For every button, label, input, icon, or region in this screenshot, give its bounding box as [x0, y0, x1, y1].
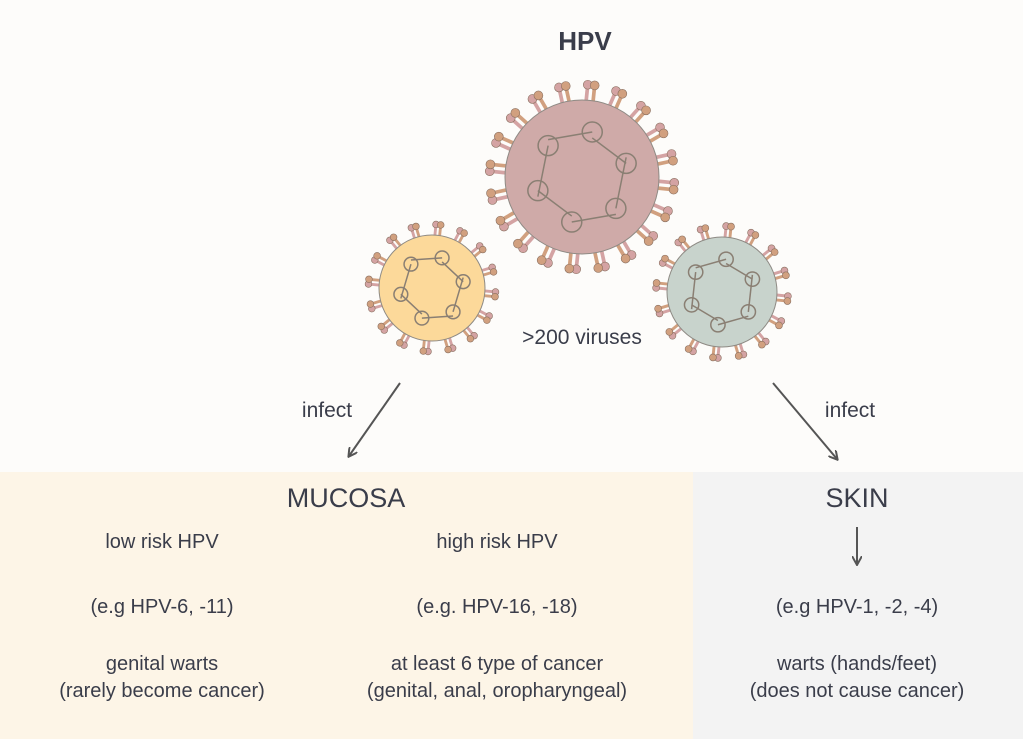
arrow-to-mucosa — [349, 382, 401, 456]
dna-loop — [393, 250, 471, 326]
skin-heading: SKIN — [825, 483, 889, 513]
skin-panel — [693, 472, 1023, 739]
spike-knob — [734, 352, 743, 360]
spike-knob — [658, 128, 669, 139]
capsid — [504, 99, 660, 255]
spike-knob — [668, 184, 679, 195]
spike-knob — [460, 229, 468, 237]
high-risk-outcome: at least 6 type of cancer (genital, anal,… — [367, 651, 627, 705]
spike-knob — [661, 254, 669, 263]
mucosa-hpv-virus — [364, 220, 500, 356]
spike-knob — [373, 252, 381, 260]
infect-label-left: infect — [301, 399, 353, 422]
spike-knob — [365, 275, 373, 283]
spike-knob — [495, 215, 506, 226]
spike-knob — [419, 347, 427, 355]
spike-knob — [533, 90, 544, 101]
low-risk-outcome-2: (rarely become cancer) — [59, 680, 265, 702]
skin-outcome-1: warts (hands/feet) — [776, 653, 938, 675]
skin-outcome-2: (does not cause cancer) — [749, 680, 965, 702]
dna-loop — [527, 121, 637, 233]
high-risk-label: high risk HPV — [436, 531, 558, 553]
spike-knob — [641, 105, 651, 116]
mucosa-panel — [0, 472, 693, 739]
spike-knob — [770, 248, 779, 256]
mucosa-heading: MUCOSA — [286, 483, 406, 513]
spike-knob — [564, 263, 575, 274]
spike-knob — [684, 345, 693, 353]
spike-knob — [654, 304, 662, 313]
spike-knob — [366, 300, 375, 308]
spike-knob — [751, 231, 760, 239]
spike-knob — [412, 222, 420, 231]
spike-knob — [709, 353, 717, 362]
spike-knob — [489, 268, 498, 276]
low-risk-outcome-1: genital warts — [105, 653, 219, 675]
spikes — [652, 222, 792, 362]
skin-examples: (e.g HPV-1, -2, -4) — [775, 596, 939, 618]
spike-knob — [560, 81, 571, 91]
spike-knob — [437, 221, 445, 229]
spike-knob — [510, 108, 521, 118]
spike-knob — [652, 279, 661, 287]
spike-knob — [466, 335, 475, 343]
spike-knob — [643, 236, 654, 246]
high-risk-outcome-1: at least 6 type of cancer — [390, 653, 604, 675]
spike-knob — [589, 80, 600, 91]
spike-knob — [444, 345, 452, 354]
infect-label-right: infect — [824, 399, 876, 422]
capsid — [378, 234, 486, 342]
spike-knob — [758, 340, 766, 349]
diagram-title: HPV — [558, 26, 612, 56]
low-risk-label: low risk HPV — [105, 531, 219, 553]
spike-knob — [701, 224, 710, 232]
skin-hpv-virus — [652, 222, 792, 362]
spike-knob — [377, 322, 385, 331]
arrow-to-skin — [772, 382, 837, 459]
spike-knob — [783, 297, 792, 305]
spike-knob — [668, 155, 678, 166]
dna-loop — [683, 251, 761, 333]
spike-knob — [389, 233, 398, 241]
spike-knob — [665, 328, 674, 336]
high-risk-outcome-2: (genital, anal, oropharyngeal) — [366, 680, 628, 702]
spike-knob — [536, 255, 547, 265]
high-risk-examples: (e.g. HPV-16, -18) — [416, 596, 578, 618]
spike-knob — [494, 131, 504, 142]
spike-knob — [396, 339, 404, 347]
spike-knob — [782, 271, 790, 280]
spike-knob — [513, 238, 523, 249]
spike-knob — [485, 159, 496, 170]
viruses-count-label: >200 viruses — [522, 326, 642, 349]
spike-knob — [678, 235, 686, 244]
spike-knob — [593, 263, 604, 273]
spike-knob — [727, 222, 735, 231]
low-risk-examples: (e.g HPV-6, -11) — [90, 596, 234, 618]
low-risk-outcome: genital warts (rarely become cancer) — [59, 651, 265, 705]
spike-knob — [620, 253, 631, 264]
spike-knob — [486, 188, 496, 199]
spike-knob — [775, 321, 783, 330]
spike-knob — [491, 293, 499, 301]
spike-knob — [617, 89, 628, 99]
large-hpv-virus — [484, 79, 680, 275]
skin-outcome: warts (hands/feet) (does not cause cancer… — [750, 651, 965, 705]
spike-knob — [483, 316, 491, 324]
spike-knob — [479, 245, 487, 254]
spike-knob — [660, 212, 670, 223]
